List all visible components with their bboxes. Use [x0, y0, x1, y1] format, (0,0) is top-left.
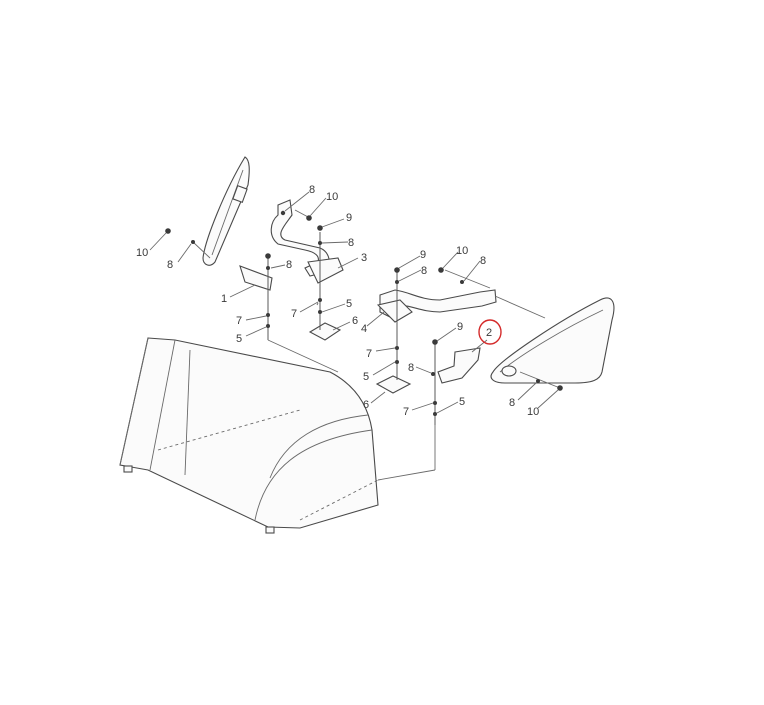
callout-10: 10	[326, 191, 338, 203]
callout-2: 2	[486, 327, 492, 339]
callout-8: 8	[167, 259, 173, 271]
fastener-dots	[165, 210, 563, 416]
callout-8: 8	[408, 362, 414, 374]
callout-9: 9	[457, 321, 463, 333]
callout-6: 6	[352, 315, 358, 327]
callout-7: 7	[403, 406, 409, 418]
callout-8: 8	[421, 265, 427, 277]
highlight-circle	[478, 319, 502, 345]
callout-9: 9	[346, 212, 352, 224]
callout-10: 10	[527, 406, 539, 418]
callout-5: 5	[459, 396, 465, 408]
leader-lines	[149, 191, 559, 414]
callout-6: 6	[363, 399, 369, 411]
bracket-2	[437, 347, 481, 384]
callout-4: 4	[361, 323, 367, 335]
callout-8: 8	[348, 237, 354, 249]
callout-10: 10	[456, 245, 468, 257]
callout-5: 5	[363, 371, 369, 383]
callout-10: 10	[136, 247, 148, 259]
callout-3: 3	[361, 252, 367, 264]
callout-labels: 10 8 1 8 8 10 9 8 3 7 5 6 7 5 9 8 10 8 4…	[136, 184, 539, 418]
callout-8-right: 8	[509, 397, 515, 409]
callout-1: 1	[221, 293, 227, 305]
callout-9: 9	[420, 249, 426, 261]
callout-5: 5	[346, 298, 352, 310]
callout-8: 8	[309, 184, 315, 196]
callout-8: 8	[286, 259, 292, 271]
callout-8: 8	[480, 255, 486, 267]
left-mirror-arm	[239, 199, 344, 291]
callout-7: 7	[291, 308, 297, 320]
left-mirror	[202, 156, 250, 266]
callout-7: 7	[236, 315, 242, 327]
windshield-panel	[119, 337, 379, 534]
callout-7: 7	[366, 348, 372, 360]
right-mirror	[490, 297, 615, 384]
right-mirror-arm	[376, 289, 497, 323]
callout-5: 5	[236, 333, 242, 345]
